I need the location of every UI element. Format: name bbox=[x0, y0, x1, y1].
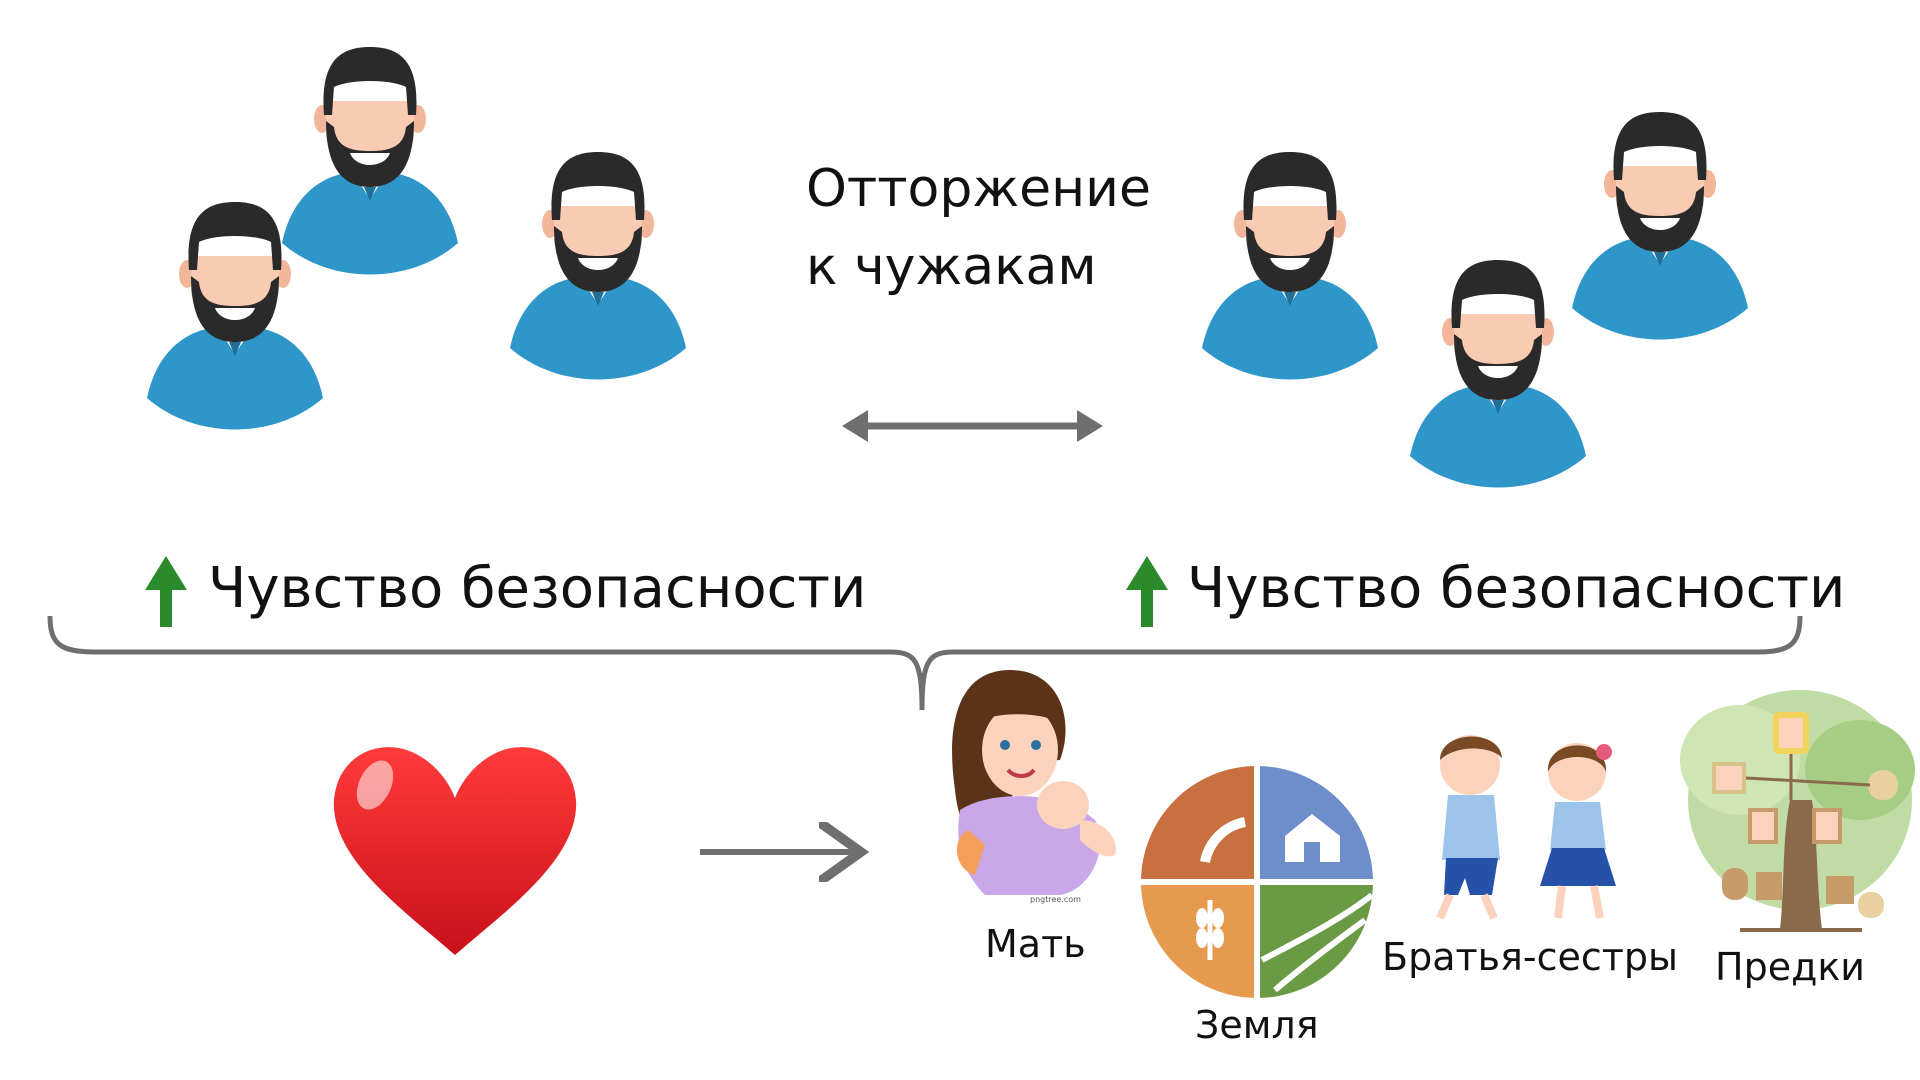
caption-ancestors: Предки bbox=[1715, 945, 1865, 989]
man-avatar-icon bbox=[282, 47, 458, 275]
title-text: Отторжение к чужакам bbox=[806, 150, 1151, 306]
mother-baby-icon: pngtree.com bbox=[952, 670, 1116, 904]
man-avatar-icon bbox=[1410, 260, 1586, 488]
group-left bbox=[147, 47, 686, 430]
curly-brace bbox=[47, 615, 1803, 711]
caption-mother: Мать bbox=[985, 922, 1086, 966]
man-avatar-icon bbox=[1572, 112, 1748, 340]
group-right bbox=[1202, 112, 1748, 488]
double-arrow-icon bbox=[842, 410, 1103, 442]
security-label-left: Чувство безопасности bbox=[208, 556, 867, 621]
man-avatar-icon bbox=[1202, 152, 1378, 380]
siblings-icon bbox=[1436, 735, 1616, 920]
caption-siblings: Братья-сестры bbox=[1382, 935, 1679, 979]
up-arrow-icon bbox=[145, 556, 187, 627]
caption-land: Земля bbox=[1195, 1003, 1319, 1047]
heart-icon bbox=[333, 747, 577, 955]
up-arrow-icon bbox=[1126, 556, 1168, 627]
security-label-right: Чувство безопасности bbox=[1187, 556, 1846, 621]
title-line-2: к чужакам bbox=[806, 237, 1097, 297]
family-tree-icon bbox=[1680, 690, 1915, 932]
watermark-text: pngtree.com bbox=[1030, 895, 1081, 904]
man-avatar-icon bbox=[510, 152, 686, 380]
title-line-1: Отторжение bbox=[806, 159, 1151, 219]
land-icon bbox=[1141, 766, 1374, 998]
